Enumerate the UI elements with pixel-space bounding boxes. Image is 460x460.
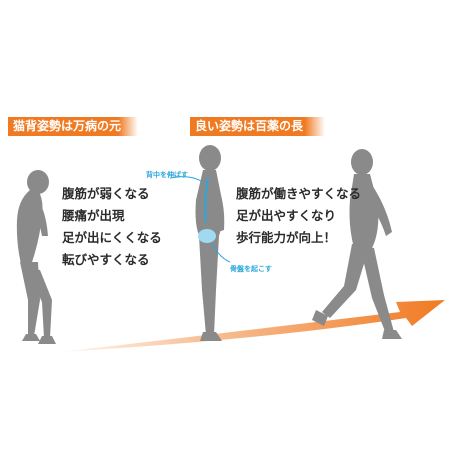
bad-effect-2: 腰痛が出現: [62, 208, 125, 223]
spine-highlight: [204, 177, 209, 223]
bad-effect-1: 腹筋が弱くなる: [62, 186, 150, 201]
good-effect-2: 足が出やすくなり: [236, 208, 337, 223]
pelvis-pointer: [211, 243, 231, 263]
banner-bad-posture: 猫背姿勢は万病の元: [13, 119, 122, 133]
annotation-spine: 背中を伸ばす: [146, 171, 188, 179]
hunched-figure: [16, 170, 56, 344]
progress-arrow: [60, 300, 445, 352]
banner-good-posture: 良い姿勢は百薬の長: [195, 119, 304, 133]
bad-effect-3: 足が出にくくなる: [62, 230, 162, 245]
banner-left-bg: [8, 117, 138, 136]
walking-figure: [312, 149, 402, 339]
upright-figure: [195, 145, 225, 341]
banner-right-bg: [190, 117, 325, 136]
spine-pointer: [169, 176, 204, 183]
good-effect-1: 腹筋が働きやすくなる: [236, 186, 362, 201]
good-effect-3: 歩行能力が向上！: [236, 230, 337, 245]
bad-effect-4: 転びやすくなる: [62, 252, 150, 267]
pelvis-highlight: [198, 229, 216, 243]
annotation-pelvis: 骨盤を起こす: [230, 265, 272, 273]
